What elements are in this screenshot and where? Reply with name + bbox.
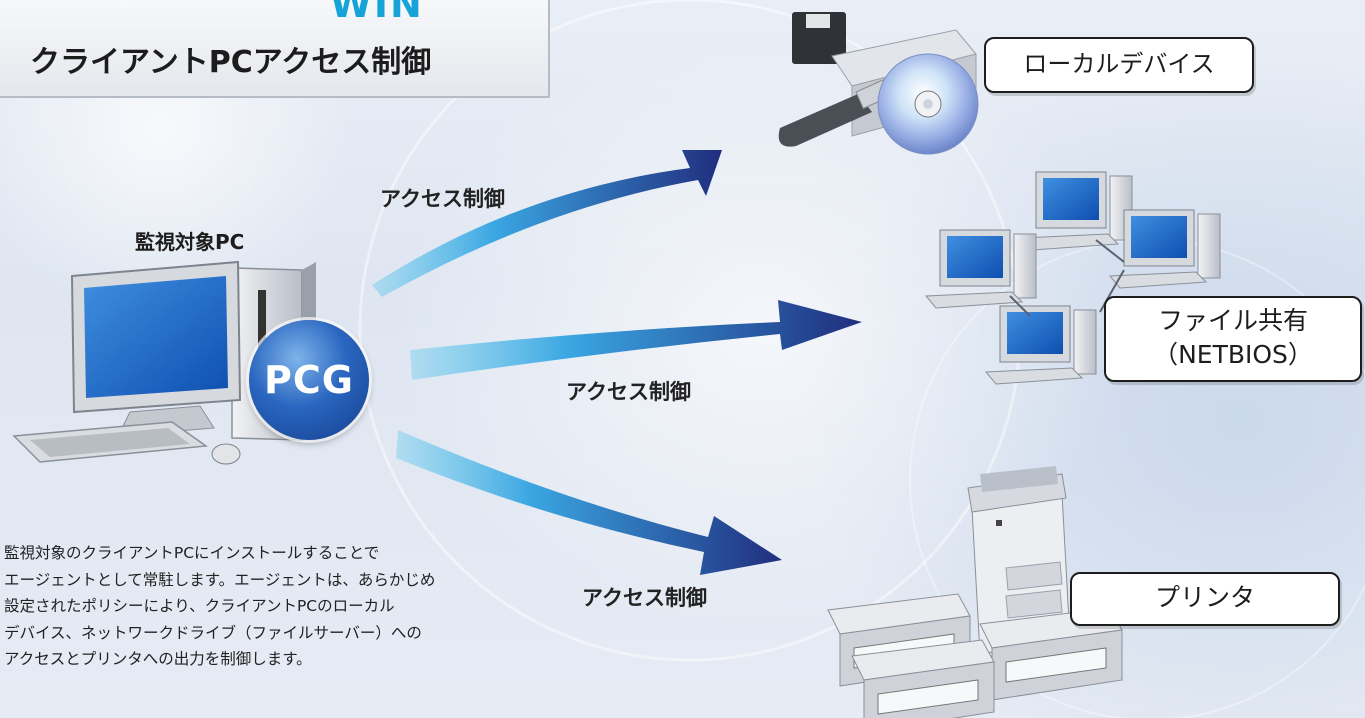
description-line: 監視対象のクライアントPCにインストールすることで [4,544,380,562]
access-arrow-top [372,150,722,297]
access-arrow-middle [410,300,862,380]
file-share-illustration [924,171,1221,385]
title-panel: WIN クライアントPCアクセス制御 [0,0,550,98]
arrow-label-middle: アクセス制御 [566,380,691,404]
pcg-badge: PCG [249,320,369,440]
callout-file-share: ファイル共有 （NETBIOS） [1104,296,1362,382]
callout-file-share-line2: （NETBIOS） [1153,340,1313,369]
callout-printer: プリンタ [1070,572,1340,626]
description-text: 監視対象のクライアントPCにインストールすることで エージェントとして常駐します… [4,540,494,673]
arrow-label-bottom: アクセス制御 [582,586,707,610]
description-line: アクセスとプリンタへの出力を制御します。 [4,650,312,668]
description-line: エージェントとして常駐します。エージェントは、あらかじめ [4,570,436,589]
monitored-pc-illustration [12,260,316,465]
pcg-badge-text: PCG [264,358,354,402]
description-line: デバイス、ネットワークドライブ（ファイルサーバー）への [4,623,422,642]
callout-file-share-line1: ファイル共有 [1157,306,1308,335]
callout-local-device: ローカルデバイス [984,37,1254,93]
page-title: クライアントPCアクセス制御 [30,45,432,80]
arrow-label-top: アクセス制御 [380,187,505,211]
product-logo: WIN [330,0,424,26]
local-device-illustration [778,12,979,155]
callout-printer-text: プリンタ [1154,583,1255,612]
printer-illustration [827,466,1123,718]
monitored-pc-label: 監視対象PC [135,230,245,254]
callout-local-device-text: ローカルデバイス [1023,50,1215,78]
access-arrow-bottom [396,430,782,575]
description-line: 設定されたポリシーにより、クライアントPCのローカル [4,597,395,615]
